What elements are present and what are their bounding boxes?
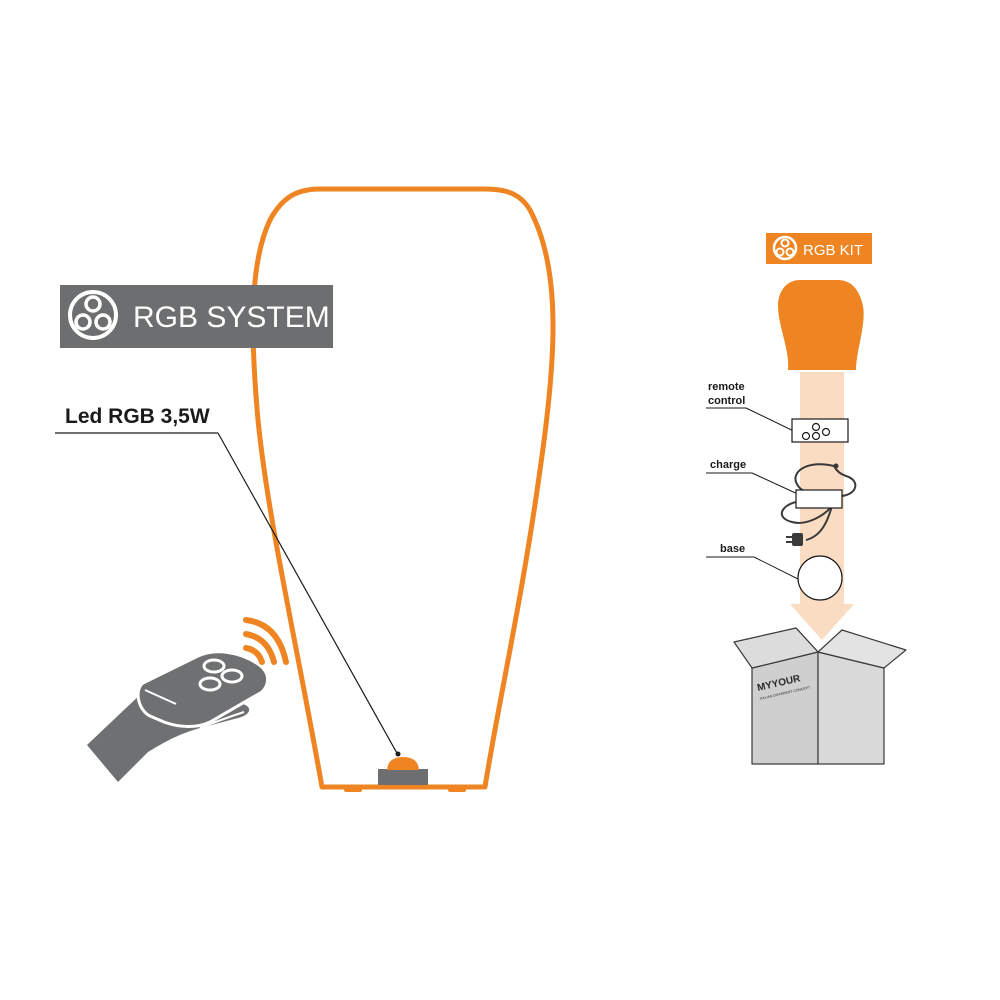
rgb-system-badge: RGB SYSTEM — [60, 285, 333, 348]
rgb-system-label: RGB SYSTEM — [133, 301, 330, 334]
led-callout: Led RGB 3,5W — [55, 405, 401, 757]
lamp-foot-left — [344, 786, 362, 792]
led-dome — [387, 757, 419, 770]
led-callout-leader — [217, 432, 399, 756]
led-callout-label: Led RGB 3,5W — [65, 405, 210, 428]
lamp-foot-right — [448, 786, 466, 792]
rgb-kit-label: RGB KIT — [803, 242, 863, 259]
kit-base: base — [706, 543, 843, 601]
base-icon — [797, 555, 843, 601]
rgb-icon — [772, 235, 798, 261]
charge-label: charge — [710, 459, 746, 471]
hand-icon — [87, 650, 269, 782]
kit-charger: charge — [706, 459, 857, 546]
led-callout-dot — [395, 751, 401, 757]
remote-icon — [791, 418, 849, 443]
kit-remote: remote control — [706, 381, 849, 443]
remote-icon — [136, 650, 269, 728]
base-label: base — [720, 543, 745, 555]
kit-lamp-shade — [778, 280, 864, 370]
lamp-outline — [250, 186, 556, 790]
lamp-illustration — [250, 186, 556, 792]
box-icon — [733, 627, 907, 765]
led-base-plate — [378, 769, 428, 785]
plug-icon — [786, 533, 803, 546]
rgb-icon — [68, 290, 118, 340]
signal-waves-icon — [243, 617, 289, 665]
rgb-kit-badge: RGB KIT — [766, 233, 872, 264]
charger-box — [795, 489, 843, 509]
remote-label-line2: control — [708, 395, 745, 407]
remote-label-line1: remote — [708, 381, 745, 393]
